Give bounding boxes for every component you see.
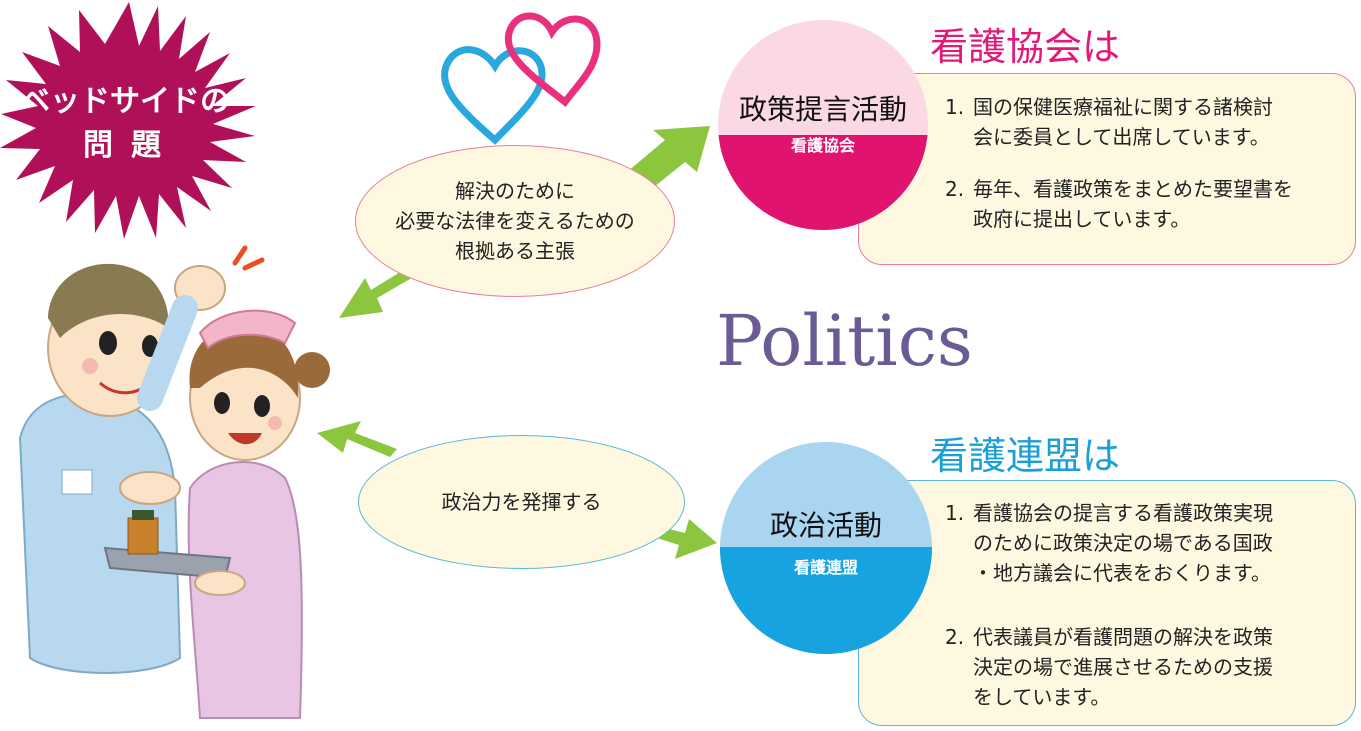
league-circle-sub: 看護連盟 (793, 558, 858, 577)
power-bubble: 政治力を発揮する (358, 435, 685, 569)
starburst-shape (0, 2, 256, 239)
staff-illustration (18, 245, 330, 719)
league-circle: 政治活動 看護連盟 (720, 442, 932, 654)
badge-line-2: 問題 (83, 128, 179, 163)
item-line: 決定の場で進展させるための支援 (973, 655, 1273, 679)
power-text: 政治力を発揮する (441, 490, 602, 514)
item-number: 1. (945, 95, 965, 119)
item-number: 1. (945, 501, 965, 525)
item-number: 2. (945, 177, 965, 201)
item-line: 毎年、看護政策をまとめた要望書を (973, 177, 1293, 201)
item-line: 会に委員として出席しています。 (973, 125, 1270, 149)
politics-title: Politics (716, 300, 973, 382)
association-circle-lower (718, 135, 928, 230)
item-line: 看護協会の提言する看護政策実現 (973, 501, 1273, 525)
reason-line-1: 解決のために (455, 179, 575, 203)
association-circle: 政策提言活動 看護協会 (718, 20, 928, 230)
reason-bubble: 解決のために 必要な法律を変えるための 根拠ある主張 (355, 145, 675, 297)
item-line: 政府に提出しています。 (973, 207, 1191, 231)
league-item-1: 1. 看護協会の提言する看護政策実現 のために政策決定の場である国政 ・地方議会… (945, 498, 1345, 588)
item-number: 2. (945, 625, 965, 649)
association-circle-sub: 看護協会 (790, 136, 855, 155)
association-circle-title: 政策提言活動 (738, 93, 907, 126)
league-card (858, 480, 1356, 726)
item-line: のために政策決定の場である国政 (973, 531, 1273, 555)
league-circle-title: 政治活動 (769, 509, 882, 542)
item-line: 国の保健医療福祉に関する諸検討 (973, 95, 1273, 119)
item-line: ・地方議会に代表をおくります。 (973, 561, 1271, 585)
league-circle-lower (720, 547, 932, 654)
association-item-1: 1. 国の保健医療福祉に関する諸検討 会に委員として出席しています。 (945, 92, 1345, 152)
badge-line-1: ベッドサイドの (20, 84, 230, 119)
association-item-2: 2. 毎年、看護政策をまとめた要望書を 政府に提出しています。 (945, 174, 1355, 234)
reason-line-2: 必要な法律を変えるための (395, 209, 635, 233)
problem-badge-text: ベッドサイドの 問題 (0, 80, 250, 168)
league-heading: 看護連盟は (930, 434, 1121, 478)
problem-badge (0, 0, 258, 240)
item-line: をしています。 (973, 685, 1111, 709)
item-line: 代表議員が看護問題の解決を政策 (973, 625, 1273, 649)
hearts-icon (441, 12, 601, 145)
league-item-2: 2. 代表議員が看護問題の解決を政策 決定の場で進展させるための支援 をしていま… (945, 622, 1345, 712)
association-heading: 看護協会は (930, 25, 1121, 69)
reason-line-3: 根拠ある主張 (455, 239, 575, 263)
